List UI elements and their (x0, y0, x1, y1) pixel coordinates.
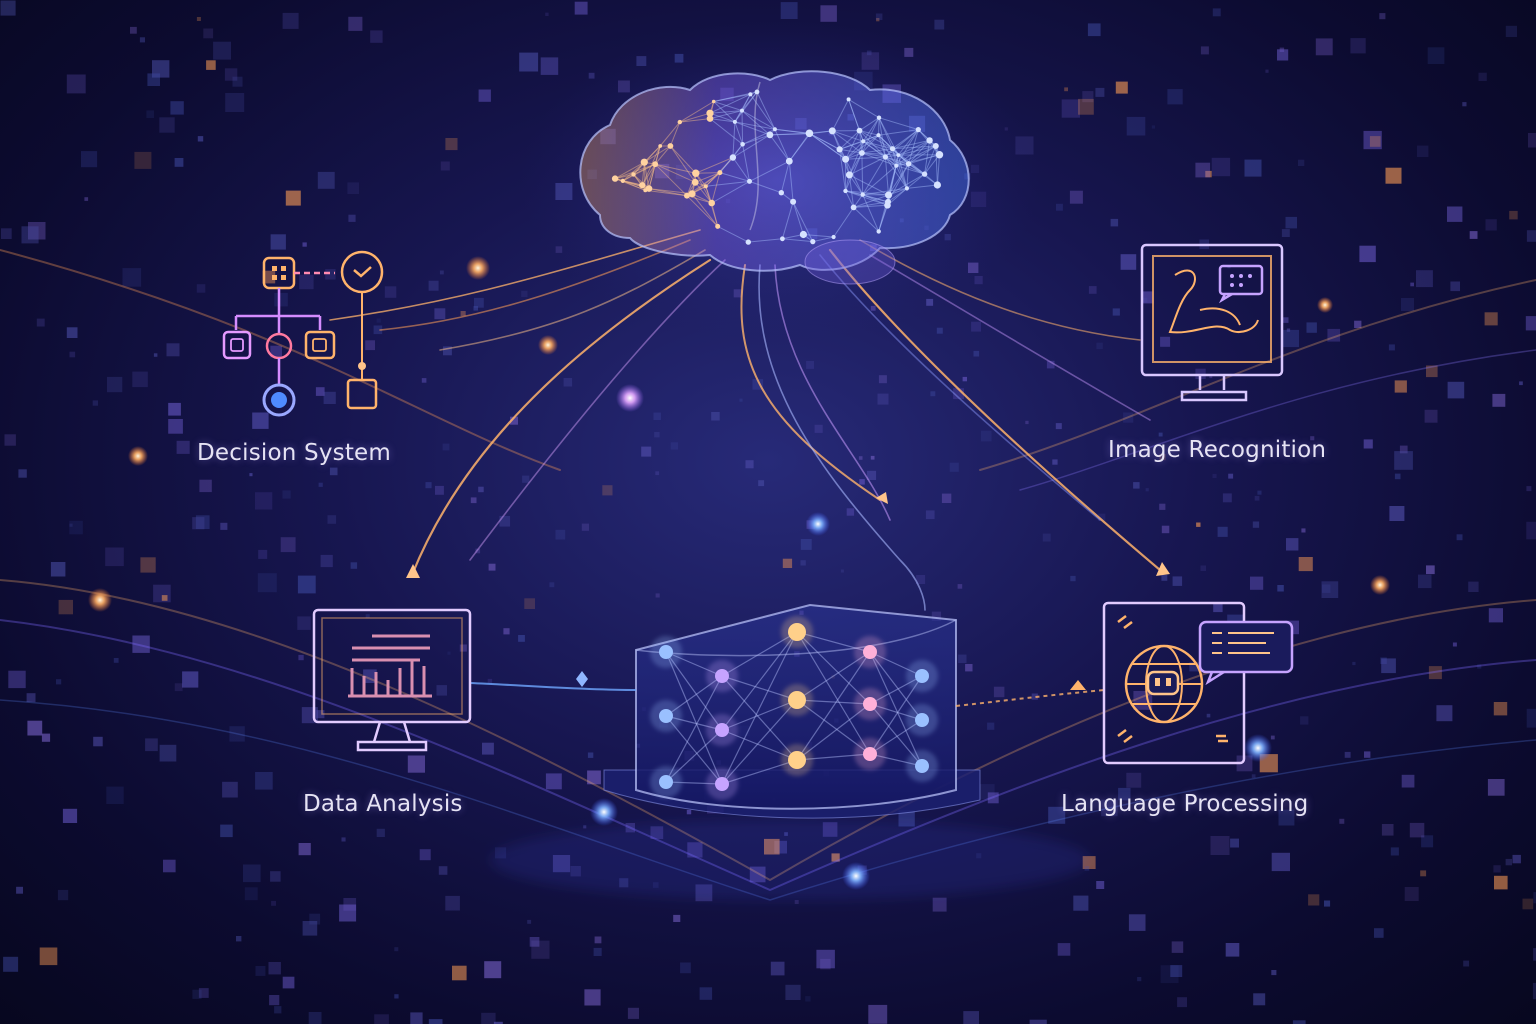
connection-wires (329, 229, 1162, 611)
light-sparkles (88, 256, 1390, 890)
monitor-bar-chart-icon (312, 608, 472, 752)
globe-chat-document-icon (1102, 601, 1294, 765)
image-recognition-label: Image Recognition (1108, 437, 1327, 463)
data-analysis-label: Data Analysis (303, 791, 463, 817)
cube-connectors (469, 671, 1106, 707)
neural-network-layer-icon (490, 603, 1090, 900)
brain-node-mesh (611, 89, 944, 245)
monitor-image-icon (1140, 243, 1284, 402)
flowchart-icon (222, 250, 384, 417)
language-processing-label: Language Processing (1061, 791, 1309, 817)
brain-network-icon (579, 70, 970, 285)
decision-system-label: Decision System (197, 440, 391, 466)
arrow-heads (406, 492, 1170, 578)
cube-node-mesh (650, 616, 938, 800)
